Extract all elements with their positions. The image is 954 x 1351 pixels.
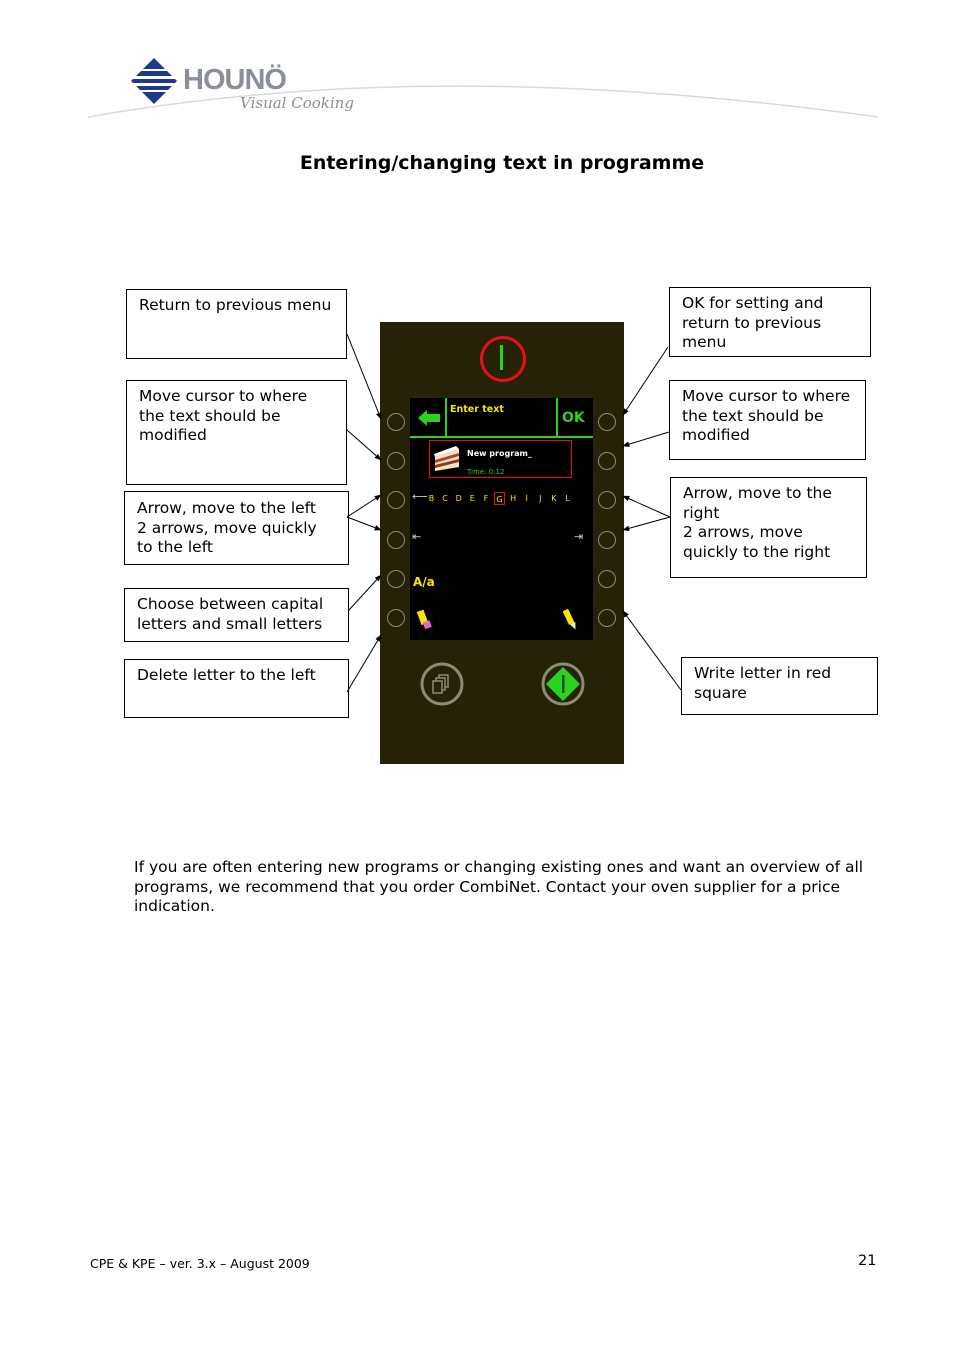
letter-key-selected[interactable]: G (494, 492, 505, 505)
side-button-right-3[interactable] (598, 491, 616, 509)
power-button[interactable] (480, 336, 526, 382)
ok-label[interactable]: OK (562, 410, 585, 426)
side-button-left-5[interactable] (387, 570, 405, 588)
header-divider (556, 398, 558, 436)
callout-delete-letter: Delete letter to the left (124, 659, 349, 718)
letter-key[interactable]: I (521, 492, 532, 505)
brand-name: HOUNÖ (183, 64, 286, 97)
program-name: New program_ (467, 449, 532, 458)
letter-key[interactable]: C (440, 492, 451, 505)
side-button-left-1[interactable] (387, 413, 405, 431)
callout-write-letter: Write letter in red square (681, 657, 878, 715)
letter-key[interactable]: J (535, 492, 546, 505)
screen-header-title: Enter text (450, 404, 504, 415)
side-button-left-3[interactable] (387, 491, 405, 509)
side-button-left-6[interactable] (387, 609, 405, 627)
power-icon (500, 345, 503, 370)
callout-move-cursor-left: Move cursor to where the text should be … (126, 380, 347, 485)
letter-key[interactable]: F (480, 492, 491, 505)
callout-capital-small: Choose between capital letters and small… (124, 588, 349, 642)
double-arrow-left-icon[interactable]: ⇤ (412, 530, 421, 543)
letter-key[interactable]: H (508, 492, 519, 505)
header-underline (410, 436, 593, 438)
callout-ok-setting: OK for setting and return to previous me… (669, 287, 871, 357)
houno-logo-icon (130, 57, 178, 105)
page-number: 21 (858, 1253, 876, 1269)
side-button-right-6[interactable] (598, 609, 616, 627)
callout-move-cursor-right: Move cursor to where the text should be … (669, 380, 866, 460)
callout-arrow-left: Arrow, move to the left 2 arrows, move q… (124, 491, 349, 565)
callout-arrow-right: Arrow, move to the right 2 arrows, move … (670, 477, 867, 578)
letter-key[interactable]: K (548, 492, 559, 505)
side-button-right-2[interactable] (598, 452, 616, 470)
double-arrow-right-icon[interactable]: ⇥ (574, 530, 583, 543)
program-time: Time: 0:12 (467, 468, 504, 476)
pencil-icon[interactable] (562, 608, 578, 632)
cake-icon (432, 443, 462, 473)
footer-version: CPE & KPE – ver. 3.x – August 2009 (90, 1256, 310, 1271)
letter-key[interactable]: D (453, 492, 464, 505)
side-button-right-5[interactable] (598, 570, 616, 588)
side-button-left-2[interactable] (387, 452, 405, 470)
body-paragraph: If you are often entering new programs o… (134, 858, 864, 917)
callout-return-previous: Return to previous menu (126, 289, 347, 359)
side-button-right-1[interactable] (598, 413, 616, 431)
page-title: Entering/changing text in programme (0, 152, 954, 174)
eraser-icon[interactable] (416, 608, 432, 632)
case-toggle[interactable]: A/a (413, 575, 435, 589)
header-divider (445, 398, 447, 436)
side-button-left-4[interactable] (387, 531, 405, 549)
back-arrow-icon[interactable] (416, 408, 442, 428)
start-button[interactable] (540, 661, 586, 707)
letter-key[interactable]: B (426, 492, 437, 505)
brand-tagline: Visual Cooking (240, 94, 354, 112)
letter-key[interactable]: L (562, 492, 573, 505)
display-screen: Enter text OK New program_ Time: 0:12 ⟵ … (410, 398, 593, 640)
letter-key[interactable]: E (467, 492, 478, 505)
side-button-right-4[interactable] (598, 531, 616, 549)
program-list-button[interactable] (419, 661, 465, 707)
